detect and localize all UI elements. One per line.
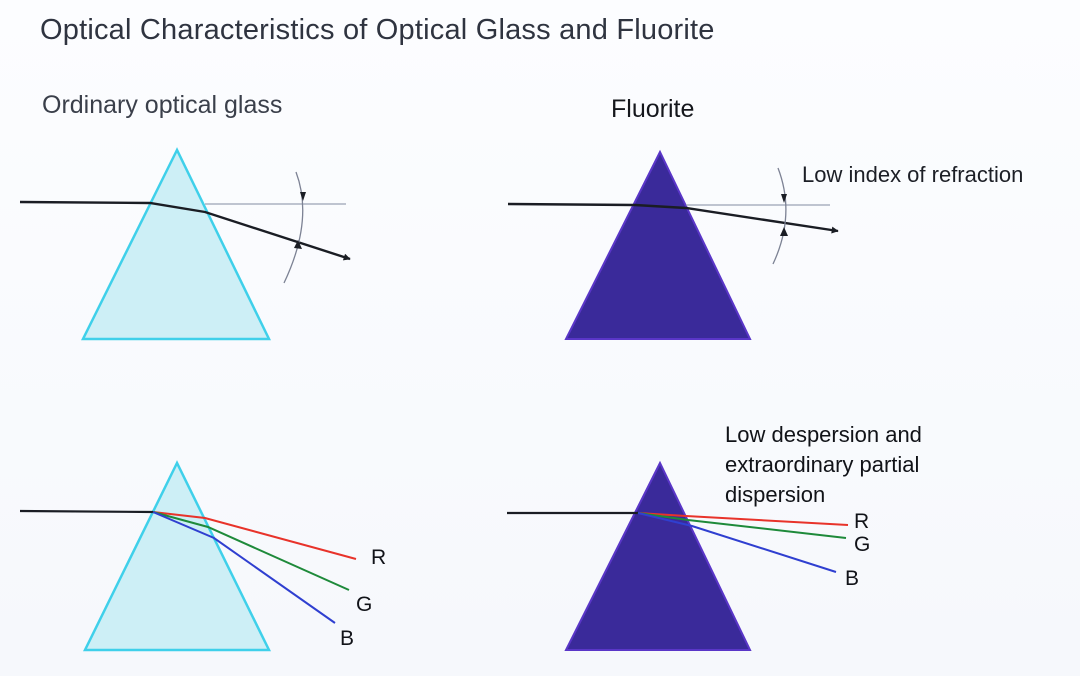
glass-red-label: R [371,546,387,569]
red-ray-glass [152,511,357,560]
angle-tick-glass-upper [300,192,306,201]
angle-arc-fluorite-top [772,167,787,265]
fluorite-green-label: G [854,533,871,556]
dispersion-note-line-3: dispersion [725,482,826,507]
glass-prism-top [80,147,271,341]
dispersion-note-line-2: extraordinary partial [725,452,920,477]
dispersion-note: Low despersion and extraordinary partial… [725,420,985,510]
fluorite-prism-bottom [564,460,752,651]
green-ray-glass [152,511,350,591]
fluorite-blue-label: B [845,567,860,590]
incident-ray-fluorite-top [507,202,839,234]
blue-ray-glass [152,511,336,624]
fluorite-prism-top [564,149,752,340]
dispersion-note-line-1: Low despersion and [725,422,922,447]
incident-ray-glass-bottom [19,509,154,514]
blue-ray-fluorite [637,512,837,573]
glass-prism-bottom [82,460,272,652]
angle-tick-fluorite-lower [780,227,788,236]
angle-tick-fluorite-upper [781,194,787,203]
page-title: Optical Characteristics of Optical Glass… [40,14,715,46]
fluorite-panel-label: Fluorite [611,95,695,123]
red-ray-fluorite [637,512,849,526]
green-ray-fluorite [637,512,847,539]
incident-ray-glass-top [19,200,351,261]
refraction-note: Low index of refraction [802,162,1024,187]
glass-panel-label: Ordinary optical glass [42,91,283,119]
glass-blue-label: B [340,627,355,650]
fluorite-red-label: R [854,510,870,533]
angle-arc-glass-top [283,171,304,284]
glass-green-label: G [356,593,373,616]
angle-tick-glass-lower [294,240,302,249]
